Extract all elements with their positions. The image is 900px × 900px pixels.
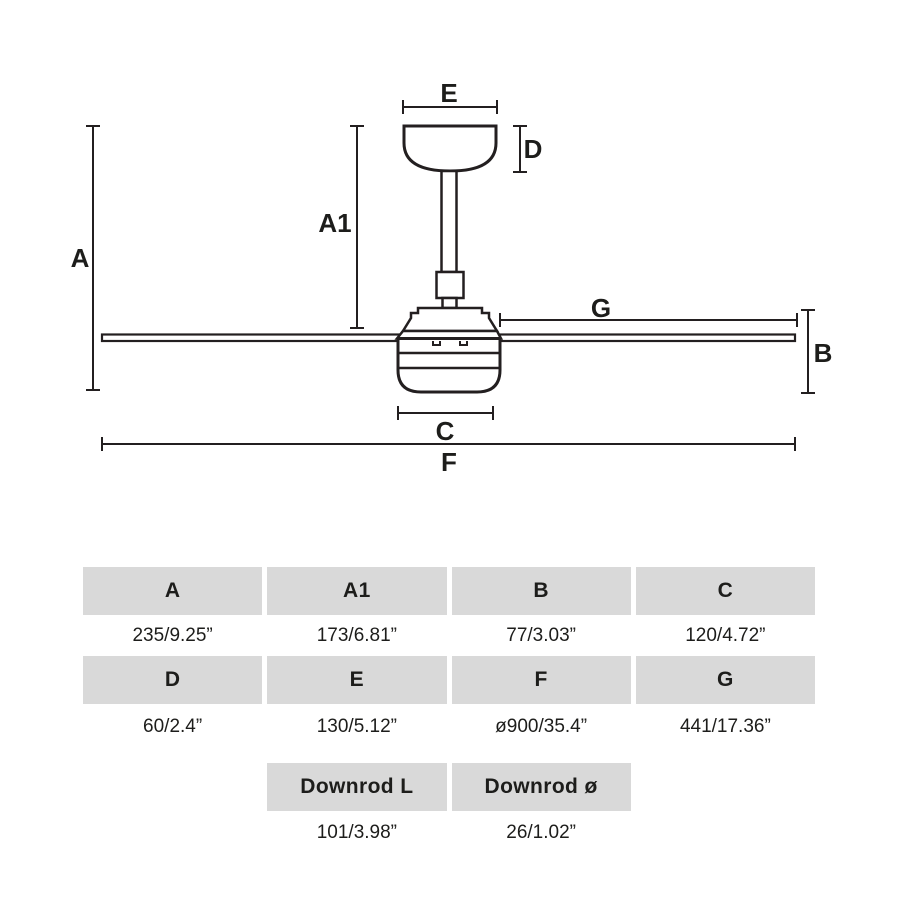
value-cell-a: 235/9.25” [132,624,213,646]
value-cell-downrod-dia: 26/1.02” [506,822,576,843]
table-header-row-downrod: Downrod L Downrod ø [83,763,815,811]
dim-label-a1: A1 [318,208,351,238]
dim-label-b: B [814,338,833,368]
header-cell-a: A [83,567,263,615]
fan-dimension-diagram: A A1 E D G B C F [71,78,833,477]
fan-neck [441,296,458,310]
value-cell-g: 441/17.36” [679,715,771,737]
dimension-labels: A A1 E D G B C F [71,78,833,477]
fan-downrod [440,169,458,274]
empty-cell [83,763,262,811]
value-cell-e: 130/5.12” [316,715,398,737]
fan-canopy [402,124,498,173]
header-cell-a1: A1 [267,567,447,615]
dim-label-d: D [524,134,543,164]
value-cell-a1: 173/6.81” [316,624,398,646]
table-value-row-2: 60/2.4” 130/5.12” ø900/35.4” 441/17.36” [83,704,815,749]
header-cell-b: B [451,567,631,615]
empty-cell [636,763,815,811]
dim-label-c: C [436,416,455,446]
dimension-lines [86,100,815,451]
fan-coupling [435,270,465,300]
header-cell-c: C [635,567,815,615]
table-value-row-1: 235/9.25” 173/6.81” 77/3.03” 120/4.72” [83,615,815,656]
header-cell-downrod-dia: Downrod ø [451,763,631,811]
value-cell-f: ø900/35.4” [495,715,588,737]
table-row-gap [83,749,815,763]
fan-motor-housing [396,337,502,394]
fan-drawing [100,124,797,394]
header-cell-f: F [451,656,631,704]
empty-cell [83,811,262,855]
dimensions-table: A A1 B C 235/9.25” 173/6.81” 77/3.03” 12… [83,567,815,855]
header-cell-e: E [267,656,447,704]
value-cell-d: 60/2.4” [143,715,203,737]
fan-flange [400,306,500,333]
empty-cell [636,811,815,855]
dim-label-f: F [441,447,457,477]
dim-label-e: E [440,78,457,108]
dim-label-a: A [71,243,90,273]
value-cell-c: 120/4.72” [685,624,766,646]
dim-label-g: G [591,293,611,323]
table-value-row-downrod: 101/3.98” 26/1.02” [83,811,815,855]
value-cell-downrod-l: 101/3.98” [316,822,398,843]
table-header-row-2: D E F G [83,656,815,704]
header-cell-downrod-l: Downrod L [267,763,447,811]
value-cell-b: 77/3.03” [506,624,576,646]
header-cell-g: G [635,656,815,704]
header-cell-d: D [83,656,263,704]
table-header-row-1: A A1 B C [83,567,815,615]
